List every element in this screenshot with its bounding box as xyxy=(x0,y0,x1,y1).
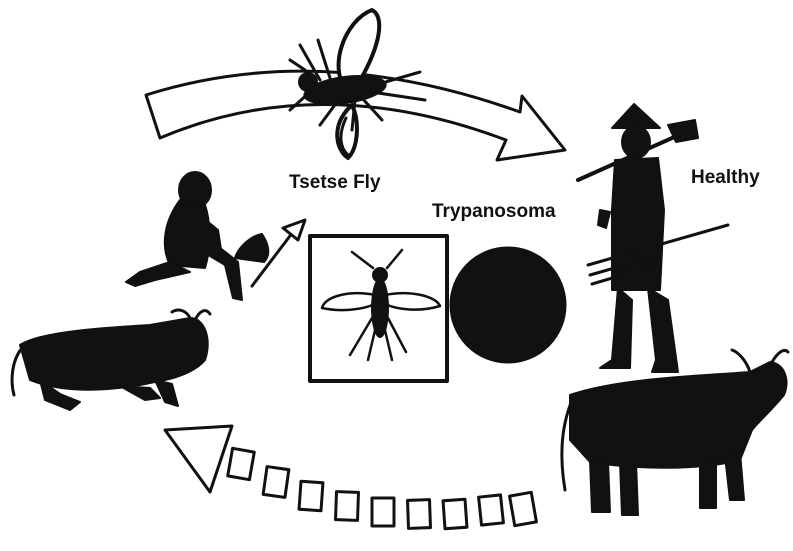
healthy-cattle-icon xyxy=(562,350,788,515)
top-tsetse-fly-icon xyxy=(290,10,425,158)
center-tsetse-fly-box xyxy=(310,236,447,381)
bottom-cycle-arrow xyxy=(165,426,536,529)
trypanosoma-label: Trypanosoma xyxy=(432,201,556,223)
trypanosoma-circle-icon xyxy=(451,248,565,362)
tsetse-fly-label: Tsetse Fly xyxy=(289,172,381,194)
sick-person-icon xyxy=(126,172,268,300)
sick-cattle-icon xyxy=(12,310,210,410)
healthy-person-icon xyxy=(578,104,728,372)
healthy-label: Healthy xyxy=(691,167,760,189)
